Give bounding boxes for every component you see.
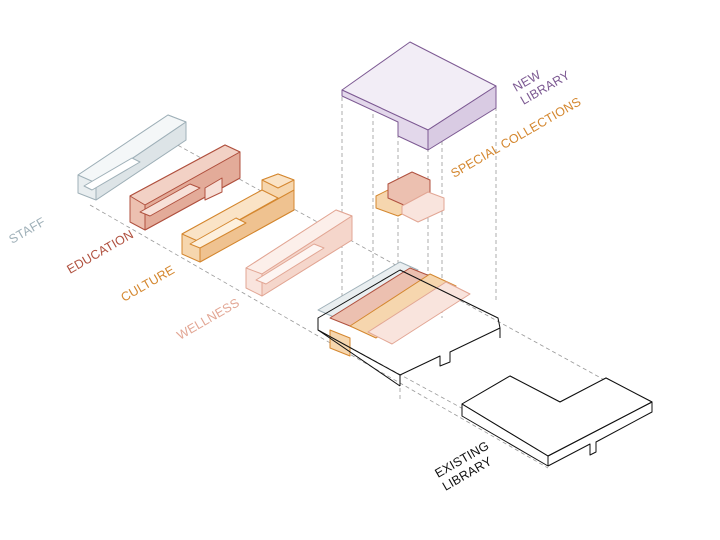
education-label: EDUCATION (65, 227, 137, 276)
culture-label: CULTURE (119, 263, 178, 305)
new-library-label: NEW LIBRARY (511, 68, 573, 108)
staff-block (77, 114, 187, 201)
culture-block (181, 173, 295, 263)
new-library-block (341, 41, 497, 151)
existing-library-label: EXISTING LIBRARY (433, 438, 495, 493)
special-collections-block (375, 171, 445, 223)
wellness-label: WELLNESS (175, 296, 242, 343)
education-block (129, 144, 241, 231)
stacked-program-volume (317, 261, 471, 357)
existing-library-block (461, 375, 653, 467)
wellness-block (245, 209, 353, 297)
staff-label: STAFF (7, 215, 48, 247)
new-library-base-slab (317, 269, 501, 387)
